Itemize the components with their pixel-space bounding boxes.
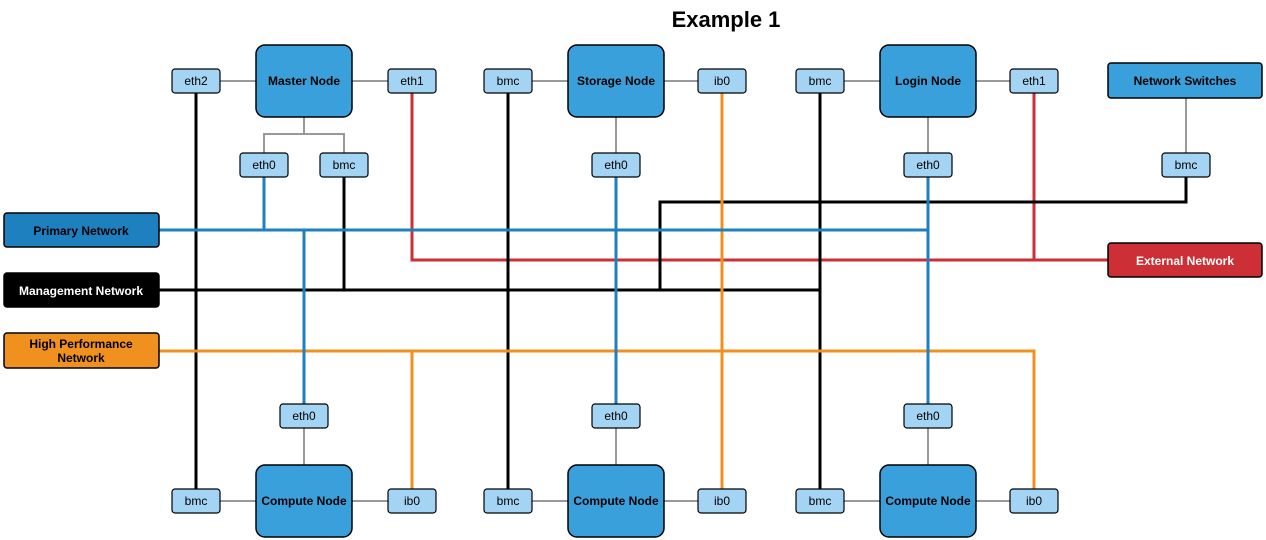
port-c2-ib0: ib0 [697, 488, 747, 514]
port-master-eth0: eth0 [239, 152, 289, 178]
storage-node: Storage Node [567, 44, 665, 118]
port-c3-bmc: bmc [795, 488, 845, 514]
login-node: Login Node [879, 44, 977, 118]
port-label: bmc [809, 74, 832, 88]
port-login-eth0: eth0 [903, 152, 953, 178]
port-c2-bmc: bmc [483, 488, 533, 514]
diagram-title: Example 1 [672, 7, 781, 32]
port-storage-bmc: bmc [483, 68, 533, 94]
port-label: ib0 [714, 74, 730, 88]
port-label: ib0 [714, 494, 730, 508]
port-label: eth0 [292, 409, 316, 423]
port-c1-eth0: eth0 [279, 403, 329, 429]
port-label: bmc [497, 494, 520, 508]
port-label: eth0 [252, 158, 276, 172]
port-label: eth1 [400, 74, 424, 88]
port-label: eth2 [184, 74, 208, 88]
port-master-bmc: bmc [319, 152, 369, 178]
port-label: ib0 [1026, 494, 1042, 508]
compute-node-2: Compute Node [567, 464, 665, 538]
port-switch-bmc: bmc [1161, 152, 1211, 178]
management-network-label: Management Network [19, 284, 143, 298]
external-network-label: External Network [1136, 254, 1234, 268]
network-switches-label: Network Switches [1134, 74, 1237, 88]
port-label: bmc [333, 158, 356, 172]
hpn-network-label-1: High Performance [29, 337, 133, 351]
port-login-bmc: bmc [795, 68, 845, 94]
port-label: bmc [809, 494, 832, 508]
network-switches-node: Network Switches [1107, 62, 1263, 99]
hpn-network-label-2: Network [57, 351, 105, 365]
port-c2-eth0: eth0 [591, 403, 641, 429]
network-management: Management Network [3, 272, 160, 308]
port-label: bmc [185, 494, 208, 508]
port-label: eth1 [1022, 74, 1046, 88]
port-label: ib0 [404, 494, 420, 508]
compute-node-3-label: Compute Node [885, 494, 971, 508]
port-label: bmc [497, 74, 520, 88]
compute-node-1: Compute Node [255, 464, 353, 538]
primary-network-lines [158, 177, 930, 404]
port-label: eth0 [916, 409, 940, 423]
network-external: External Network [1107, 242, 1263, 278]
port-c1-bmc: bmc [171, 488, 221, 514]
compute-node-1-label: Compute Node [261, 494, 347, 508]
port-label: bmc [1175, 158, 1198, 172]
node-port-connectors [220, 80, 1187, 502]
compute-node-3: Compute Node [879, 464, 977, 538]
hpn-network-lines [158, 93, 1036, 489]
port-master-eth1: eth1 [387, 68, 437, 94]
primary-network-label: Primary Network [33, 224, 129, 238]
port-login-eth1: eth1 [1009, 68, 1059, 94]
port-label: eth0 [604, 158, 628, 172]
master-node-label: Master Node [268, 74, 340, 88]
storage-node-label: Storage Node [577, 74, 655, 88]
network-hpn: High Performance Network [3, 332, 160, 369]
port-storage-eth0: eth0 [591, 152, 641, 178]
master-node: Master Node [255, 44, 353, 118]
port-storage-ib0: ib0 [697, 68, 747, 94]
port-label: eth0 [916, 158, 940, 172]
port-label: eth0 [604, 409, 628, 423]
compute-node-2-label: Compute Node [573, 494, 659, 508]
login-node-label: Login Node [895, 74, 961, 88]
external-network-lines [410, 93, 1108, 262]
port-master-eth2: eth2 [171, 68, 221, 94]
management-network-lines [158, 93, 1188, 489]
port-c3-ib0: ib0 [1009, 488, 1059, 514]
port-c3-eth0: eth0 [903, 403, 953, 429]
network-primary: Primary Network [3, 212, 160, 248]
port-c1-ib0: ib0 [387, 488, 437, 514]
